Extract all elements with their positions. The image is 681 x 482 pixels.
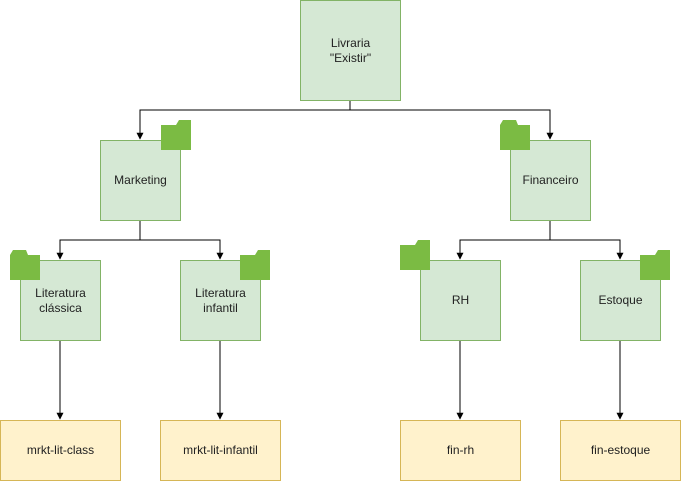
folder-icon: [240, 250, 270, 280]
node-fin-rh[interactable]: fin-rh: [400, 420, 521, 481]
folder-icon: [640, 250, 670, 280]
folder-icon: [500, 120, 530, 150]
edge-marketing-lit-infantil: [139, 220, 224, 260]
edge-marketing-lit-classica: [56, 220, 141, 260]
node-financeiro-label: Financeiro: [522, 173, 579, 187]
node-mrkt-lit-infantil-label: mrkt-lit-infantil: [183, 443, 258, 457]
folder-icon: [400, 240, 430, 270]
folder-icon: [161, 120, 191, 150]
node-literatura-classica-label: Literatura clássica: [35, 285, 86, 315]
node-marketing-label: Marketing: [114, 173, 167, 187]
node-livraria[interactable]: Livraria "Existir": [300, 0, 401, 101]
node-fin-estoque-label: fin-estoque: [590, 443, 651, 457]
node-estoque-label: Estoque: [598, 293, 643, 307]
node-marketing[interactable]: Marketing: [100, 140, 181, 221]
node-fin-rh-label: fin-rh: [446, 443, 475, 457]
node-livraria-label: Livraria "Existir": [329, 35, 372, 65]
folder-icon: [10, 250, 40, 280]
edge-root-financeiro: [349, 101, 554, 140]
node-mrkt-lit-infantil[interactable]: mrkt-lit-infantil: [160, 420, 281, 481]
node-mrkt-lit-class[interactable]: mrkt-lit-class: [0, 420, 121, 481]
node-rh-label: RH: [451, 293, 470, 307]
node-rh[interactable]: RH: [420, 260, 501, 341]
node-mrkt-lit-class-label: mrkt-lit-class: [26, 443, 95, 457]
node-fin-estoque[interactable]: fin-estoque: [560, 420, 681, 481]
edge-financeiro-rh: [456, 220, 551, 260]
edge-financeiro-estoque: [549, 220, 624, 260]
node-literatura-infantil-label: Literatura infantil: [195, 285, 246, 315]
node-literatura-infantil[interactable]: Literatura infantil: [180, 260, 261, 341]
node-financeiro[interactable]: Financeiro: [510, 140, 591, 221]
